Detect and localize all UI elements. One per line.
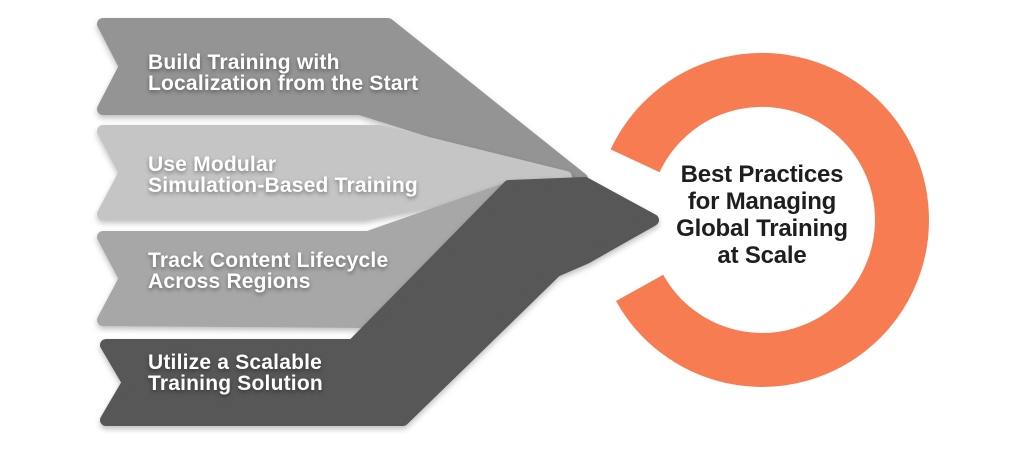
banner-4-label: Utilize a Scalable Training Solution bbox=[148, 352, 323, 394]
banner-4-label-line-2: Training Solution bbox=[148, 372, 323, 395]
banner-2-label: Use Modular Simulation-Based Training bbox=[148, 154, 418, 196]
center-title-line-2: for Managing bbox=[687, 188, 837, 215]
center-title: Best Practices for Managing Global Train… bbox=[602, 161, 922, 269]
banner-1-label: Build Training with Localization from th… bbox=[148, 52, 418, 94]
center-title-line-4: at Scale bbox=[717, 242, 807, 269]
center-ring bbox=[610, 52, 929, 387]
banner-2-label-line-2: Simulation-Based Training bbox=[148, 174, 418, 197]
banner-3-label-line-1: Track Content Lifecycle bbox=[148, 249, 389, 272]
center-title-line-3: Global Training bbox=[676, 215, 848, 242]
banner-1-label-line-2: Localization from the Start bbox=[148, 72, 419, 95]
banner-2-label-line-1: Use Modular bbox=[148, 153, 277, 176]
banner-4-and-arrow-shape bbox=[100, 177, 659, 426]
banner-2-shape bbox=[97, 125, 572, 220]
banner-3-label-line-2: Across Regions bbox=[148, 270, 311, 293]
banner-4-label-line-1: Utilize a Scalable bbox=[148, 351, 323, 374]
center-title-line-1: Best Practices bbox=[680, 161, 844, 188]
banner-3-label: Track Content Lifecycle Across Regions bbox=[148, 250, 388, 292]
banner-1-shape bbox=[97, 18, 588, 185]
banner-1-label-line-1: Build Training with bbox=[148, 51, 340, 74]
